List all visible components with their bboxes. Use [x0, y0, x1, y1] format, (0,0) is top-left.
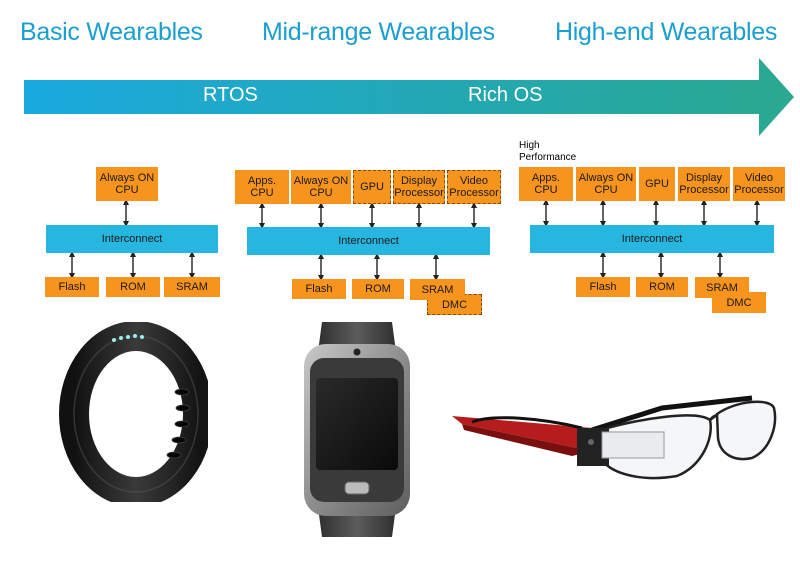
interconnect-bus: Interconnect [247, 227, 490, 255]
block-always-on-cpu: Always ON CPU [576, 167, 636, 201]
block-gpu: GPU [353, 170, 391, 204]
interconnect-bus: Interconnect [46, 225, 218, 253]
block-sram: SRAM [164, 277, 220, 297]
block-flash: Flash [45, 277, 99, 297]
smartwatch-icon [300, 322, 415, 542]
block-apps-cpu: Apps. CPU [235, 170, 289, 204]
block-flash: Flash [576, 277, 630, 297]
os-label-rich-os: Rich OS [468, 84, 543, 106]
tier-title-mid: Mid-range Wearables [262, 18, 495, 46]
block-always-on-cpu: Always ON CPU [291, 170, 351, 204]
block-sram: SRAM [410, 279, 465, 300]
high-performance-note: High Performance [519, 140, 577, 163]
tier-title-basic: Basic Wearables [20, 18, 203, 46]
block-display-processor: Display Processor [393, 170, 445, 204]
block-gpu: GPU [639, 167, 675, 201]
fitness-band-icon [58, 321, 213, 507]
block-video-processor: Video Processor [733, 167, 785, 201]
block-display-processor: Display Processor [678, 167, 730, 201]
smart-glasses-icon [452, 378, 782, 503]
block-rom: ROM [636, 277, 688, 297]
block-always-on-cpu: Always ON CPU [96, 167, 158, 201]
block-sram: SRAM [695, 277, 749, 298]
os-label-rtos: RTOS [203, 84, 258, 106]
block-video-processor: Video Processor [447, 170, 501, 204]
block-rom: ROM [352, 279, 404, 299]
block-flash: Flash [292, 279, 346, 299]
os-progression-arrow [24, 58, 794, 136]
interconnect-bus: Interconnect [530, 225, 774, 253]
block-rom: ROM [106, 277, 160, 297]
block-apps-cpu: Apps. CPU [519, 167, 573, 201]
tier-title-high: High-end Wearables [555, 18, 778, 46]
